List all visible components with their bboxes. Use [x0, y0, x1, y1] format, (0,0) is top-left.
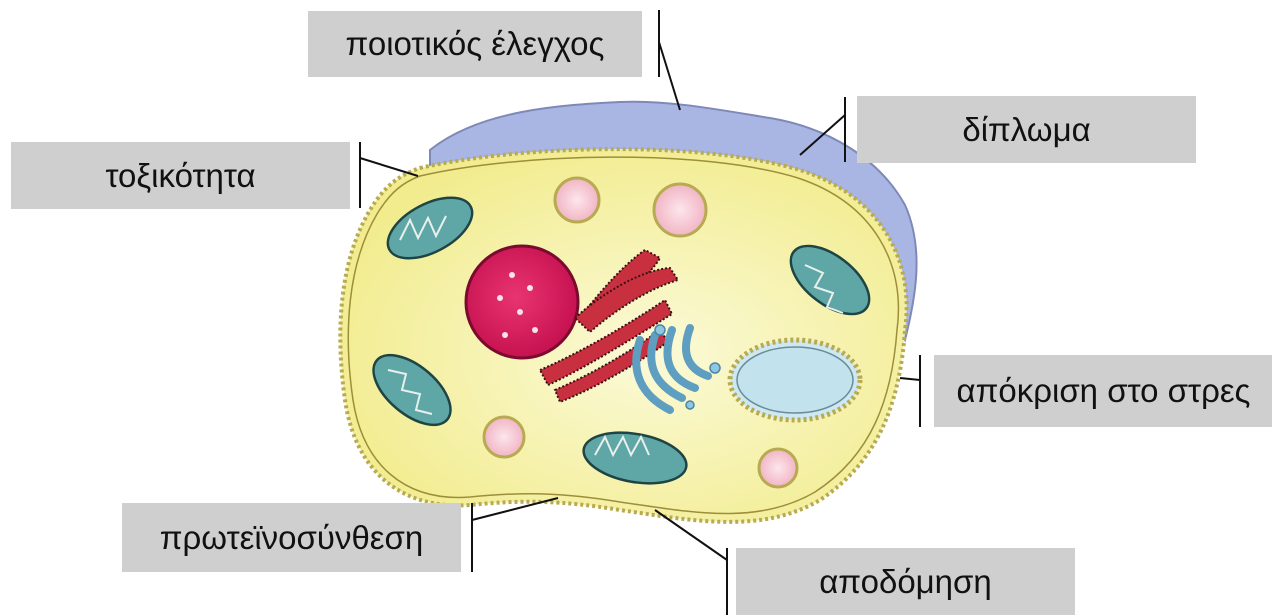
- label-degradation: αποδόμηση: [736, 548, 1075, 615]
- nucleus: [466, 246, 578, 358]
- label-folding: δίπλωμα: [857, 96, 1196, 163]
- label-quality-control: ποιοτικός έλεγχος: [308, 11, 642, 77]
- label-stress-response: απόκριση στο στρες: [934, 355, 1272, 427]
- label-toxicity: τοξικότητα: [11, 142, 350, 209]
- label-protein-synthesis: πρωτεϊνοσύνθεση: [122, 503, 461, 572]
- vacuole-inner: [737, 347, 853, 413]
